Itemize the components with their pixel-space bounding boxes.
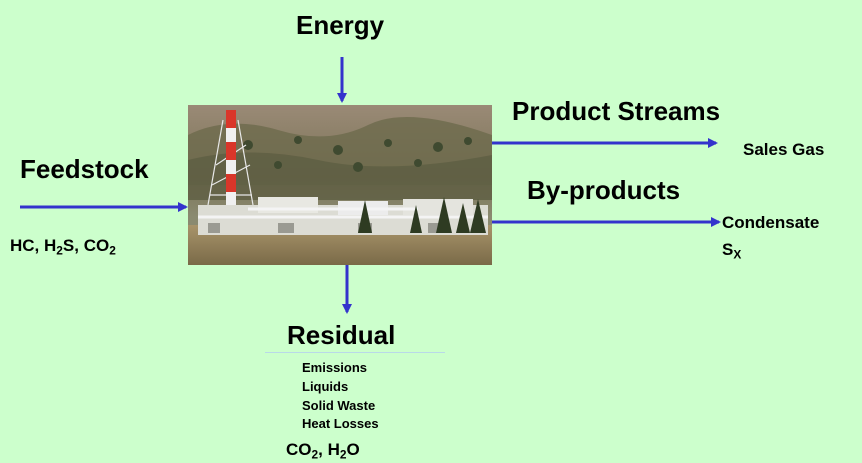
emissions-label: Emissions	[302, 360, 368, 375]
solid-waste-label: Solid Waste	[302, 398, 376, 413]
liquids-label: Liquids	[302, 379, 349, 394]
heat-losses-label: Heat Losses	[302, 416, 379, 431]
by-products-label: By-products	[527, 175, 681, 205]
residual-divider	[265, 352, 445, 353]
feedstock-composition: HC, H2S, CO2	[10, 236, 116, 258]
sulfur-label: SX	[722, 240, 742, 262]
sales-gas-label: Sales Gas	[743, 140, 825, 159]
residual-composition: CO2, H2O	[286, 440, 360, 462]
energy-label: Energy	[296, 10, 385, 40]
condensate-label: Condensate	[722, 213, 820, 232]
feedstock-label: Feedstock	[20, 154, 149, 184]
product-streams-label: Product Streams	[512, 96, 721, 126]
gas-plant-photo	[188, 105, 492, 265]
residual-label: Residual	[287, 320, 396, 350]
